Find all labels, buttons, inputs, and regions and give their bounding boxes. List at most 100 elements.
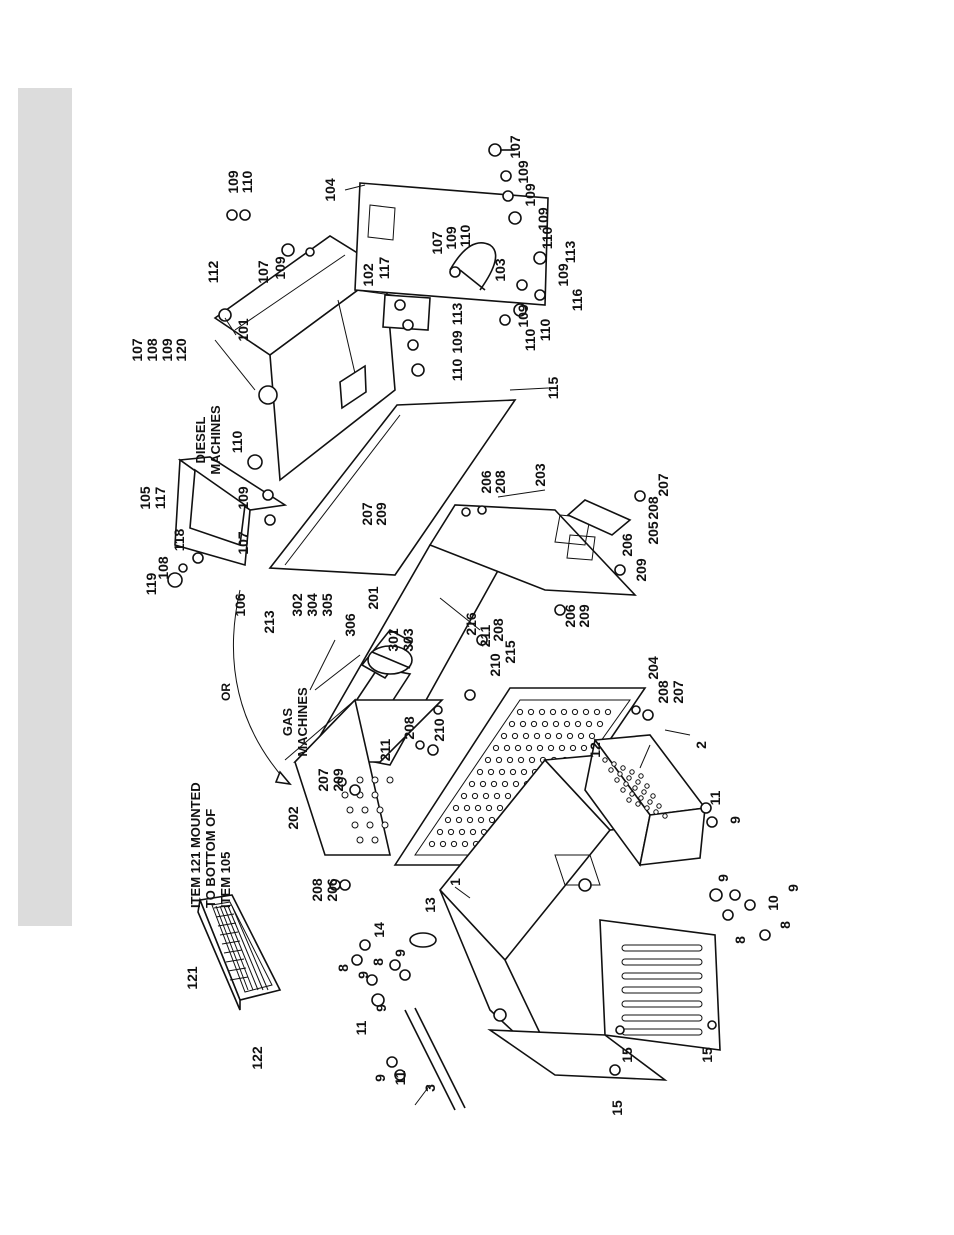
callout-11-b: 11	[353, 1020, 369, 1035]
perforation-hole	[488, 816, 496, 824]
note-diesel-machines: DIESEL MACHINES	[193, 405, 223, 475]
callout-15-b: 15	[619, 1047, 635, 1063]
callout-109-d: 109	[555, 263, 571, 287]
callout-8-c: 8	[335, 964, 351, 972]
callout-109-a: 109	[515, 160, 531, 184]
part-3-rail	[404, 1007, 466, 1111]
callout-9-f: 9	[373, 1004, 389, 1012]
part-2-side-box	[584, 734, 707, 867]
perforation-hole	[496, 804, 504, 812]
perforation-hole	[455, 816, 463, 824]
perforation-hole	[439, 840, 447, 848]
perforation-hole	[635, 779, 641, 785]
perforation-hole	[522, 732, 530, 740]
callout-109-i: 109	[272, 256, 288, 280]
callout-302: 302	[289, 593, 305, 617]
callout-110-d: 110	[449, 358, 465, 381]
hardware-fasteners-lower	[351, 802, 771, 1081]
perforation-hole	[460, 792, 468, 800]
callout-206-b: 206	[619, 533, 635, 557]
perforation-hole	[466, 816, 474, 824]
perforation-hole	[569, 744, 577, 752]
perforation-hole	[447, 828, 455, 836]
callout-209-d: 209	[330, 768, 346, 792]
callout-305: 305	[319, 593, 335, 617]
callout-206-a: 206	[478, 470, 494, 494]
callout-109-j: 109	[159, 338, 175, 362]
callout-13: 13	[422, 897, 438, 913]
callout-110-b: 110	[537, 318, 553, 341]
hardware-fasteners-upper	[167, 143, 547, 588]
callout-107-b: 107	[429, 231, 445, 255]
perforation-hole	[487, 768, 495, 776]
perforation-hole	[577, 732, 585, 740]
perforation-hole	[571, 708, 579, 716]
callout-110-f: 110	[239, 170, 255, 193]
callout-112: 112	[205, 260, 221, 283]
perforation-hole	[574, 720, 582, 728]
callout-109-k: 109	[235, 486, 251, 510]
screen-mesh-line	[219, 905, 254, 991]
callout-202: 202	[285, 806, 301, 830]
perforation-hole	[644, 783, 650, 789]
callout-110-g: 110	[229, 430, 245, 453]
perforation-hole	[629, 791, 635, 797]
callout-206-c: 206	[562, 604, 578, 628]
callout-15-a: 15	[699, 1047, 715, 1063]
callout-201: 201	[365, 586, 381, 610]
part-103-handle	[449, 242, 497, 291]
perforation-hole	[492, 744, 500, 752]
callout-3: 3	[422, 1084, 438, 1092]
perforation-hole	[650, 793, 656, 799]
callout-14: 14	[371, 922, 387, 938]
callout-109-e: 109	[515, 304, 531, 328]
perforation-hole	[461, 840, 469, 848]
callout-10: 10	[765, 895, 781, 911]
perforation-hole	[635, 801, 641, 807]
callout-109-b: 109	[522, 183, 538, 207]
perforation-hole	[503, 744, 511, 752]
note-gas-l2: MACHINES	[295, 687, 310, 757]
callout-207-c: 207	[670, 680, 686, 704]
callout-207-b: 207	[655, 473, 671, 497]
callout-207-d: 207	[315, 768, 331, 792]
part-115-side-panel	[268, 399, 517, 576]
louver-slot	[621, 1014, 703, 1022]
perforation-hole	[588, 732, 596, 740]
callout-211-b: 211	[377, 738, 393, 761]
callout-203: 203	[532, 463, 548, 487]
callout-8-a: 8	[777, 921, 793, 929]
note-gas-machines: GAS MACHINES	[280, 687, 310, 757]
callout-206-d: 206	[324, 878, 340, 902]
callout-8-d: 8	[370, 958, 386, 966]
callout-109-f: 109	[449, 330, 465, 354]
perforation-hole	[498, 768, 506, 776]
callout-215: 215	[502, 640, 518, 664]
perforation-hole	[463, 804, 471, 812]
callout-101: 101	[235, 318, 251, 342]
perforation-hole	[662, 813, 668, 819]
perforation-hole	[452, 804, 460, 812]
louver-slot	[621, 972, 703, 980]
part-121-screen-filter	[197, 894, 282, 1011]
perforation-hole	[638, 773, 644, 779]
hardware-fasteners-middle	[329, 490, 654, 891]
perforation-hole	[536, 744, 544, 752]
callout-11-a: 11	[707, 790, 723, 805]
perforation-hole	[458, 828, 466, 836]
callout-107-e: 107	[235, 531, 251, 555]
part-205-plate	[566, 499, 632, 536]
perforation-hole	[450, 840, 458, 848]
perforation-hole	[512, 780, 520, 788]
perforation-hole	[626, 797, 632, 803]
callout-208-d: 208	[655, 680, 671, 704]
perforation-hole	[629, 769, 635, 775]
callout-118: 118	[171, 528, 187, 551]
callout-304: 304	[304, 593, 320, 617]
perforation-hole	[533, 732, 541, 740]
callout-122: 122	[249, 1046, 265, 1070]
callout-213: 213	[261, 610, 277, 634]
callout-110-c: 110	[522, 328, 538, 351]
perforation-hole	[632, 785, 638, 791]
callout-306: 306	[342, 613, 358, 637]
